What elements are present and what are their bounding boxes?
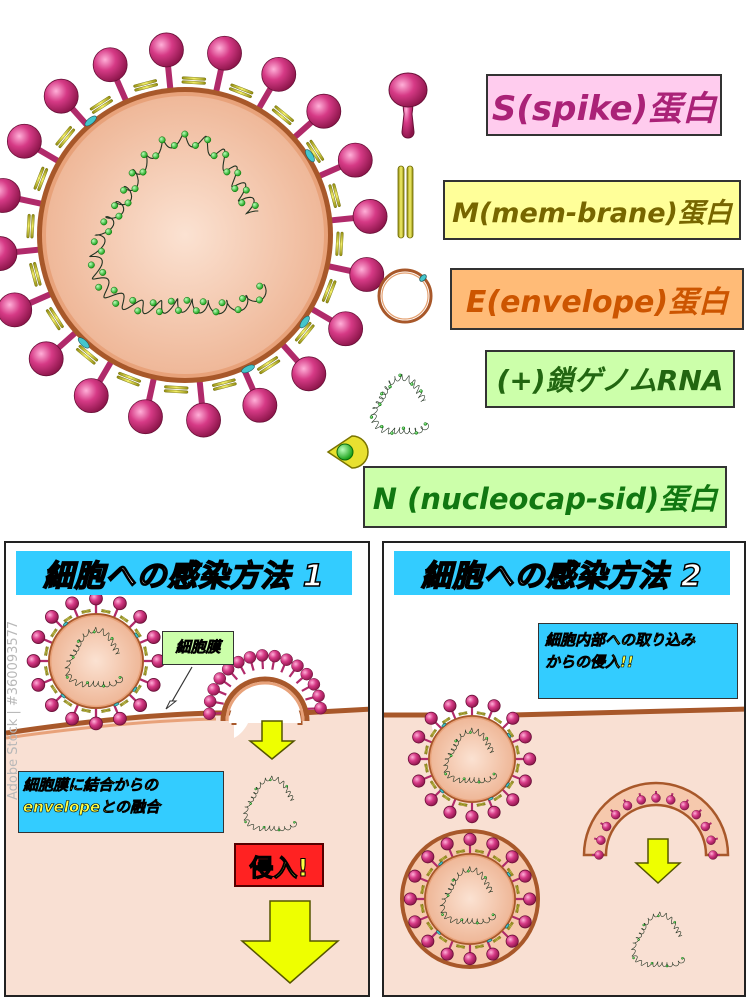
membrane-protein-icon (398, 166, 413, 238)
panel1-scene (6, 543, 370, 997)
panel2-scene (384, 543, 746, 997)
legend-spike-label: S(spike)蛋白 (486, 74, 722, 136)
legend-membrane-label: M(mem-brane)蛋白 (443, 180, 741, 240)
envelope-protein-icon (379, 270, 431, 322)
virus-bound-to-membrane (27, 592, 165, 730)
infection-method-2-panel: 細胞への感染方法 2 細胞内部への取り込み からの侵入!! (382, 541, 746, 997)
fusion-description: 細胞膜に結合からの envelopeとの融合 (18, 771, 224, 833)
membrane-pointer-arrowhead (166, 701, 176, 709)
fusion-text-line2: envelopeとの融合 (23, 797, 219, 819)
uptake-description: 細胞内部への取り込み からの侵入!! (538, 623, 738, 699)
endosome-with-virus (400, 829, 540, 969)
coronavirus-model (0, 33, 387, 437)
uptake-text-line1: 細胞内部への取り込み (545, 630, 731, 652)
membrane-pointer-line (170, 667, 192, 705)
stock-watermark: Adobe Stock | #360093577 (6, 621, 21, 800)
infection-method-1-panel: 細胞への感染方法 1 細胞膜 細胞膜に結合からの envelopeとの融合 侵入… (4, 541, 370, 997)
legend-rna-label: (+)鎖ゲノムRNA (485, 350, 735, 408)
invasion-label: 侵入! (234, 843, 324, 887)
fusion-text-line1: 細胞膜に結合からの (23, 775, 219, 797)
legend-envelope-label: E(envelope)蛋白 (450, 268, 744, 330)
virus-being-engulfed (408, 695, 536, 823)
rna-genome-icon (370, 374, 428, 435)
cell-membrane-label-text: 細胞膜 (175, 638, 220, 656)
cell-membrane-label: 細胞膜 (162, 631, 234, 665)
legend-nucleocapsid-label: N (nucleocap-sid)蛋白 (363, 466, 727, 528)
panel1-title: 細胞への感染方法 1 (16, 551, 352, 595)
invasion-label-text: 侵入! (250, 848, 309, 883)
panel2-title: 細胞への感染方法 2 (394, 551, 730, 595)
nucleocapsid-icon (328, 436, 368, 468)
spike-protein-icon (389, 73, 427, 138)
uptake-text-line2: からの侵入!! (545, 652, 731, 674)
